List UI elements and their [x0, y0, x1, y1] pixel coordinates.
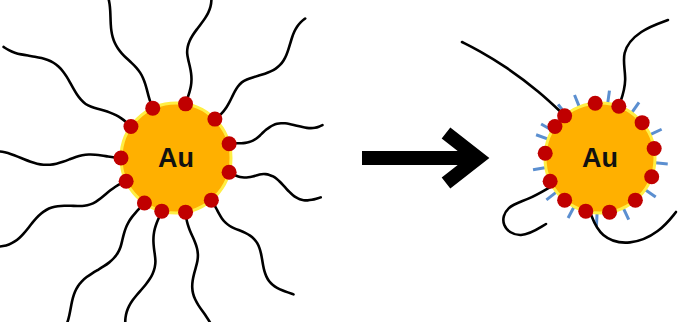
ligand-chain [215, 19, 305, 120]
ligand-chain [619, 20, 668, 106]
ligand-chain [125, 211, 162, 322]
ligand-chain [4, 47, 131, 127]
anchor-dot [578, 204, 593, 219]
anchor-dot [178, 205, 193, 220]
anchor-dot [204, 193, 219, 208]
anchor-dot [611, 99, 626, 114]
ligand-chain [590, 212, 676, 243]
ligand-chain [229, 123, 322, 144]
ligand-chain [186, 0, 212, 104]
ligand-chain [211, 200, 293, 294]
anchor-dot [145, 101, 160, 116]
anchor-dot [119, 174, 134, 189]
anchor-dot [635, 115, 650, 130]
anchor-dot [154, 204, 169, 219]
arrow-head [446, 133, 478, 183]
anchor-dot [178, 96, 193, 111]
anchor-dot [222, 136, 237, 151]
anchor-dot [588, 96, 603, 111]
ligand-chain [0, 181, 126, 247]
ligand-chain [0, 151, 121, 165]
ligand-chain [229, 172, 321, 200]
gold-particle [545, 103, 655, 213]
anchor-dot [114, 151, 129, 166]
label-holder: Au [545, 103, 655, 213]
nanoparticle: Au [15, 5, 275, 317]
ligand-chain [64, 203, 144, 322]
particle-illustration [15, 5, 275, 317]
gold-particle [121, 103, 231, 213]
anchor-dot [644, 169, 659, 184]
anchor-dot [123, 119, 138, 134]
nanoparticle: Au [455, 5, 679, 305]
anchor-dot [628, 193, 643, 208]
anchor-dot [222, 165, 237, 180]
ligand-chain [186, 212, 215, 322]
anchor-dot [543, 174, 558, 189]
anchor-dot [557, 193, 572, 208]
anchor-dot [207, 112, 222, 127]
element-label: Au [582, 145, 618, 172]
label-holder: Au [121, 103, 231, 213]
element-label: Au [158, 145, 194, 172]
anchor-dot [538, 146, 553, 161]
anchor-dot [602, 205, 617, 220]
ligand-chain [462, 42, 565, 116]
ligand-chain [89, 0, 152, 108]
anchor-dot [547, 119, 562, 134]
anchor-dot [647, 141, 662, 156]
ligand-chain [503, 186, 552, 235]
arrow-shaft [362, 151, 472, 165]
reaction-arrow [362, 133, 478, 183]
anchor-dot [137, 196, 152, 211]
particle-illustration [455, 5, 679, 305]
